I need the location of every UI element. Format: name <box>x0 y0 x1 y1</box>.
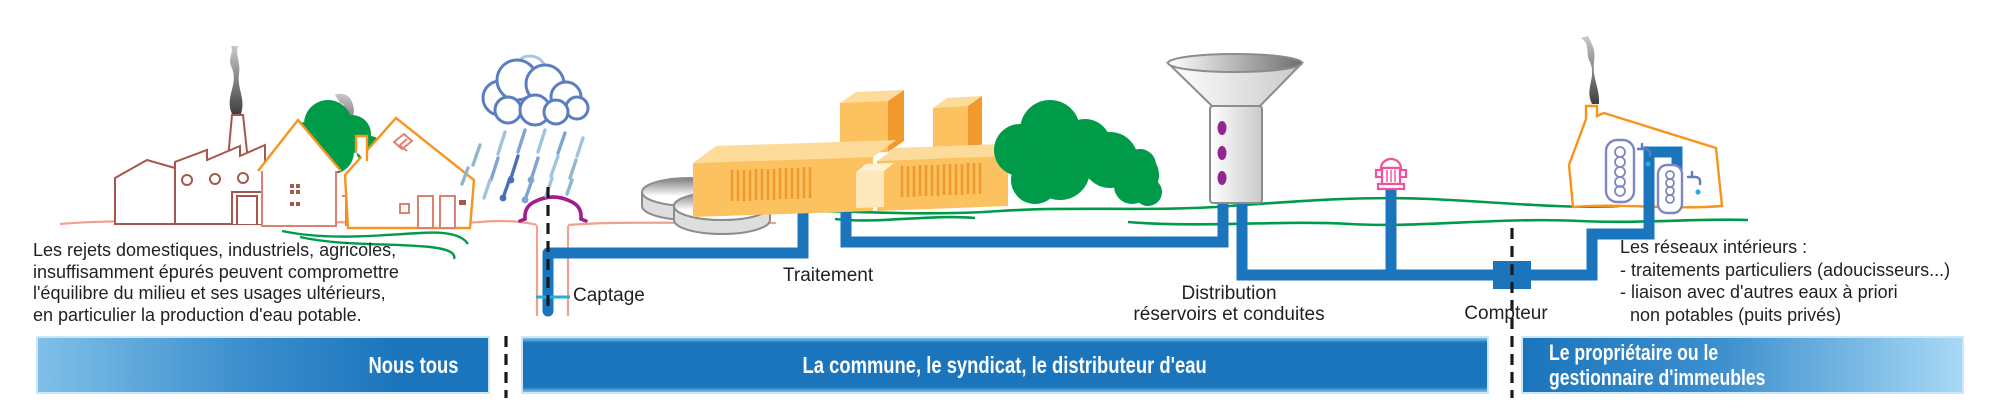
bar-commune-label: La commune, le syndicat, le distributeur… <box>802 351 1208 378</box>
bar-proprietaire-label: Le propriétaire ou le gestionnaire d'imm… <box>1549 340 1766 390</box>
bar-commune: La commune, le syndicat, le distributeur… <box>523 338 1487 392</box>
bar-nous-tous-label: Nous tous <box>368 351 458 378</box>
bar-nous-tous: Nous tous <box>38 338 488 392</box>
bar-proprietaire: Le propriétaire ou le gestionnaire d'imm… <box>1523 338 1962 392</box>
